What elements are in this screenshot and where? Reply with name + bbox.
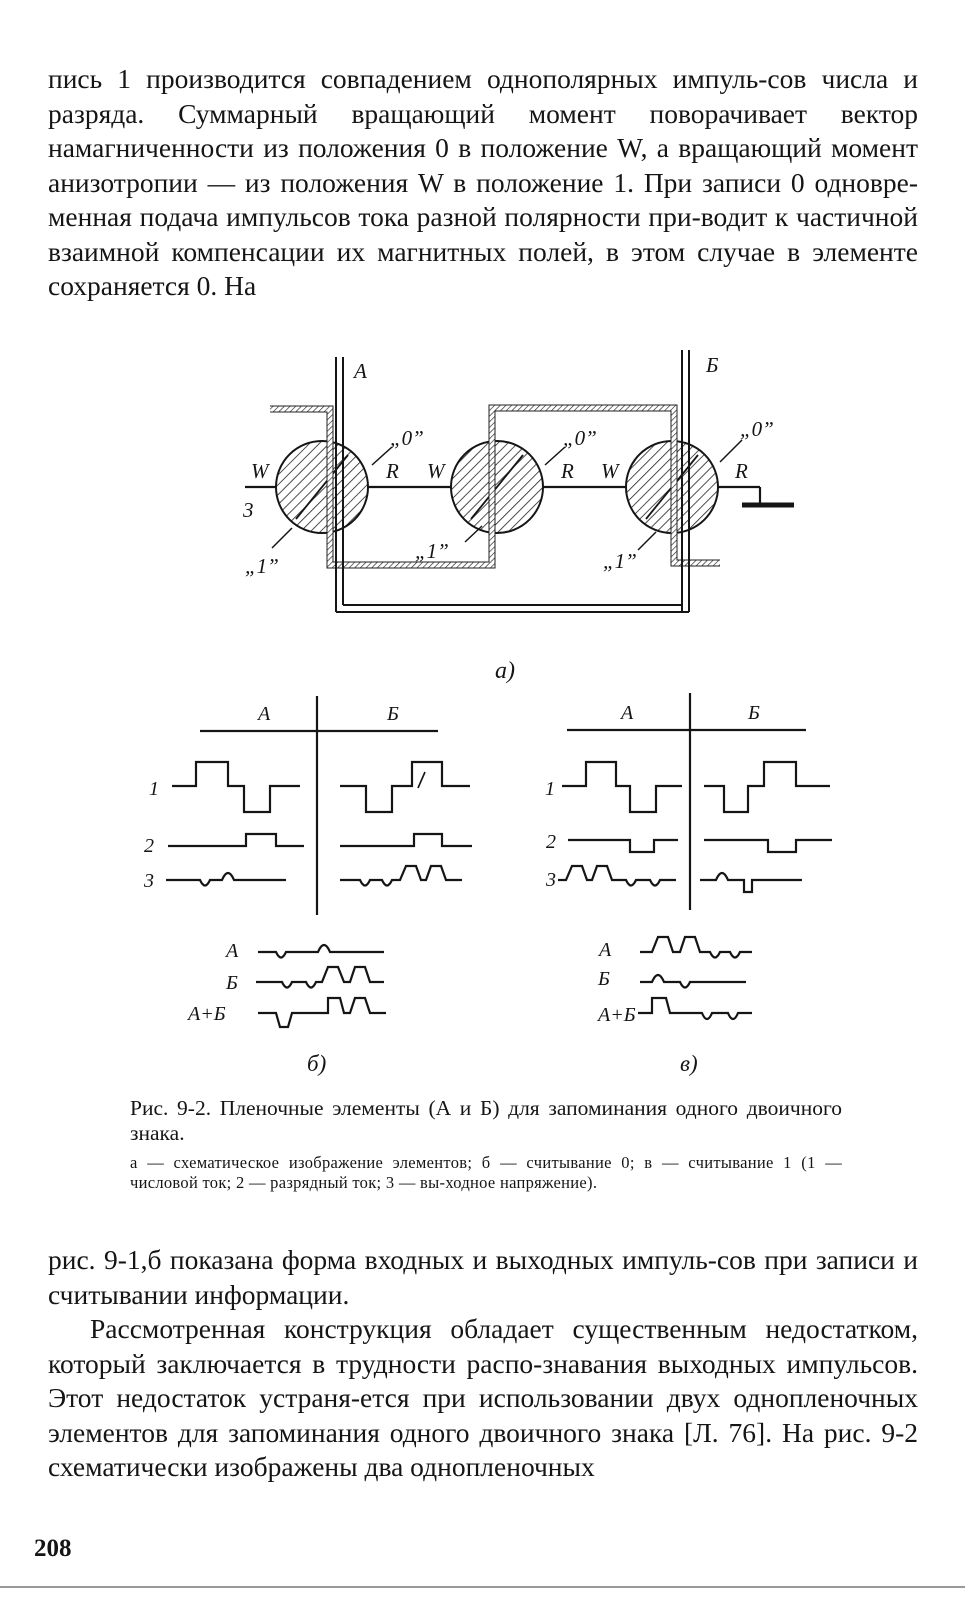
- panel-c-col-a: А: [619, 702, 634, 724]
- waveform-c-2-b: [704, 838, 832, 854]
- body-text-bottom: рис. 9-1,б показана форма входных и выхо…: [48, 1243, 918, 1485]
- waveform-c-sum-b: [640, 973, 746, 989]
- axis-w-label-3: W: [601, 459, 621, 483]
- vector-1: [295, 454, 349, 520]
- page-number: 208: [34, 1535, 72, 1562]
- state-1-label-2: „1”: [415, 539, 449, 563]
- panel-c-row-2: 2: [546, 831, 556, 853]
- waveform-b-2-a: [168, 832, 304, 848]
- state-1-label-3: „1”: [603, 549, 637, 573]
- waveform-c-3-b: [700, 871, 802, 894]
- panel-b-row-3: 3: [143, 870, 154, 892]
- axis-r-label-2: R: [560, 459, 574, 483]
- panel-b-col-b: Б: [386, 703, 399, 725]
- body-paragraph-bottom-1: рис. 9-1,б показана форма входных и выхо…: [48, 1244, 918, 1310]
- wire-b-label: Б: [705, 353, 718, 377]
- panel-c-waveforms: [558, 693, 832, 1021]
- panel-a-label: а): [495, 658, 515, 684]
- panel-c-sum-b-label: Б: [597, 968, 610, 990]
- figure-caption-title: Рис. 9-2. Пленочные элементы (А и Б) для…: [130, 1096, 842, 1145]
- waveform-b-sum-a: [258, 943, 384, 959]
- waveform-b-3-b: [340, 864, 462, 887]
- waveform-c-3-a: [558, 864, 676, 887]
- body-paragraph-top: пись 1 производится совпадением однополя…: [48, 63, 918, 301]
- panel-c-label: в): [680, 1051, 698, 1076]
- waveform-b-2-b: [340, 832, 472, 848]
- panel-b-row-1: 1: [149, 778, 159, 800]
- waveform-b-sum-ab: [258, 996, 386, 1029]
- terminal-3-label: 3: [242, 498, 254, 522]
- panel-b-label: б): [307, 1051, 326, 1076]
- panel-b-sum-b-label: Б: [225, 972, 238, 994]
- vector-2: [470, 454, 524, 520]
- figure-9-2: А Б W R W R W R 3 „0” „0” „0” „1” „1” „1…: [143, 350, 832, 1076]
- axis-w-label-2: W: [427, 459, 447, 483]
- panel-b-sum-a-label: А: [224, 940, 239, 962]
- waveform-b-1-b: [340, 760, 470, 814]
- panel-a-schematic: [245, 350, 794, 613]
- panel-c-sum-ab-label: А+Б: [596, 1004, 636, 1026]
- page-bottom-rule: [0, 1586, 965, 1588]
- state-0-label-3: „0”: [740, 417, 774, 441]
- waveform-c-sum-ab: [638, 996, 752, 1021]
- panel-c-row-3: 3: [545, 869, 556, 891]
- waveform-c-1-a: [562, 760, 682, 814]
- waveform-b-3-a: [166, 871, 286, 887]
- figure-caption-note: а — схематическое изображение элементов;…: [130, 1153, 842, 1192]
- state-0-label-2: „0”: [563, 426, 597, 450]
- axis-w-label-1: W: [251, 459, 271, 483]
- state-0-label-1: „0”: [390, 426, 424, 450]
- state-1-label-1: „1”: [245, 554, 279, 578]
- body-paragraph-bottom-2: Рассмотренная конструкция обладает сущес…: [48, 1313, 918, 1482]
- axis-r-label-3: R: [734, 459, 748, 483]
- panel-b-sum-ab-label: А+Б: [186, 1003, 226, 1025]
- waveform-c-2-a: [568, 838, 678, 854]
- panel-b-col-a: А: [256, 703, 271, 725]
- panel-c-col-b: Б: [747, 702, 760, 724]
- waveform-b-1-a: [172, 760, 300, 814]
- waveform-b-sum-b: [256, 965, 384, 989]
- panel-b-row-2: 2: [144, 835, 154, 857]
- panel-c-sum-a-label: А: [597, 939, 612, 961]
- panel-c-row-1: 1: [545, 778, 555, 800]
- wire-a-label: А: [352, 359, 367, 383]
- waveform-c-1-b: [704, 760, 830, 814]
- panel-b-waveforms: [166, 696, 472, 1029]
- waveform-c-sum-a: [640, 935, 752, 959]
- axis-r-label-1: R: [385, 459, 399, 483]
